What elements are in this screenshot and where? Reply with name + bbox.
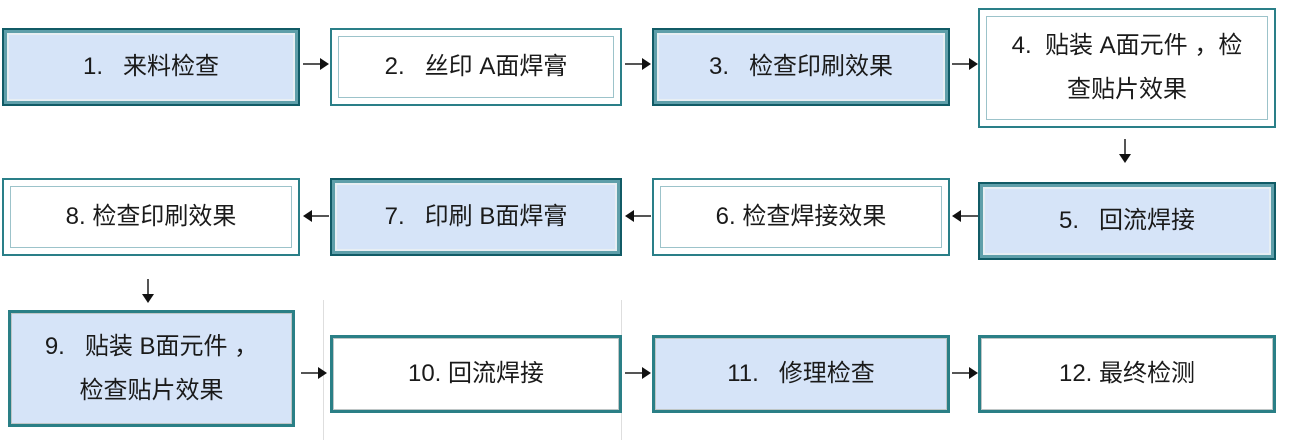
flow-node-6-check-solder-result: 6. 检查焊接效果 xyxy=(652,178,950,256)
flow-node-12-final-test: 12. 最终检测 xyxy=(978,335,1276,413)
flow-node-5-reflow-soldering: 5. 回流焊接 xyxy=(978,182,1276,260)
arrow-right-10-11-icon xyxy=(625,372,642,374)
flow-node-8-check-print-result: 8. 检查印刷效果 xyxy=(2,178,300,256)
arrow-down-4-5-icon xyxy=(1124,139,1126,154)
arrow-right-9-10-icon xyxy=(301,372,318,374)
flow-node-4-place-sideA-components: 4. 贴装 A面元件 ，检 查贴片效果 xyxy=(978,8,1276,128)
arrow-left-7-8-icon xyxy=(312,215,329,217)
flow-node-9-place-sideB-components: 9. 贴装 B面元件 ， 检查贴片效果 xyxy=(8,310,295,427)
flow-node-2-print-sideA-paste: 2. 丝印 A面焊膏 xyxy=(330,28,622,106)
arrow-right-1-2-icon xyxy=(303,63,320,65)
arrow-right-2-3-icon xyxy=(625,63,642,65)
flow-node-7-print-sideB-paste: 7. 印刷 B面焊膏 xyxy=(330,178,622,256)
flow-node-10-reflow-soldering: 10. 回流焊接 xyxy=(330,335,622,413)
flow-node-11-repair-inspection: 11. 修理检查 xyxy=(652,335,950,413)
flow-node-3-check-print-result: 3. 检查印刷效果 xyxy=(652,28,950,106)
arrow-left-6-7-icon xyxy=(634,215,651,217)
arrow-right-3-4-icon xyxy=(952,63,969,65)
flow-node-1-incoming-inspection: 1. 来料检查 xyxy=(2,28,300,106)
arrow-down-8-9-icon xyxy=(147,279,149,294)
arrow-right-11-12-icon xyxy=(952,372,969,374)
arrow-left-5-6-icon xyxy=(961,215,978,217)
